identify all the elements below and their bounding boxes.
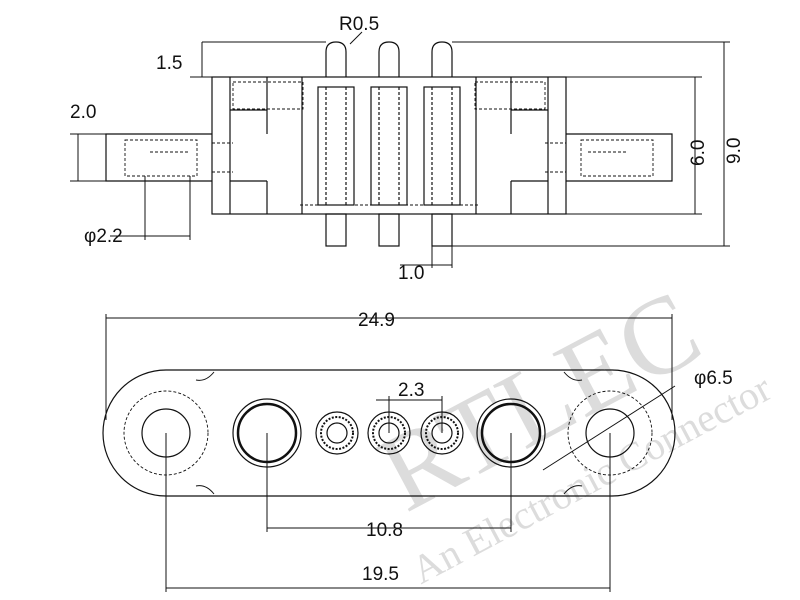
right-flange — [566, 133, 673, 182]
dim-total-height: 9.0 — [724, 138, 745, 164]
dim-boss-spacing: 10.8 — [366, 520, 403, 541]
hidden-lines — [124, 81, 654, 206]
dim-pin-extension: 1.5 — [156, 53, 182, 74]
watermark: RTLEC An Electronic Connector — [360, 266, 779, 592]
housing-body — [211, 76, 567, 215]
left-flange — [105, 133, 212, 182]
dim-tip-radius: R0.5 — [339, 14, 379, 35]
top-view-dimensions — [105, 314, 676, 592]
pin-contact-1 — [315, 411, 359, 455]
dim-mount-spacing: 19.5 — [362, 564, 399, 585]
pin-3 — [423, 41, 461, 247]
top-view-outline — [102, 369, 676, 497]
pin-1 — [317, 41, 355, 247]
dim-overall-length: 24.9 — [358, 310, 395, 331]
housing-detail-left — [229, 77, 303, 214]
dim-flange-thickness: 2.0 — [70, 102, 96, 123]
dim-pin-pitch: 2.3 — [398, 380, 424, 401]
dim-mount-hole: φ2.2 — [84, 226, 123, 247]
dim-body-height: 6.0 — [688, 140, 709, 166]
pin-2 — [370, 41, 408, 247]
side-view-dimensions — [70, 31, 730, 268]
side-view — [105, 41, 673, 247]
housing-detail-right — [475, 77, 549, 214]
dim-tail-offset: 1.0 — [398, 263, 424, 284]
dim-boss-dia: φ6.5 — [694, 368, 733, 389]
